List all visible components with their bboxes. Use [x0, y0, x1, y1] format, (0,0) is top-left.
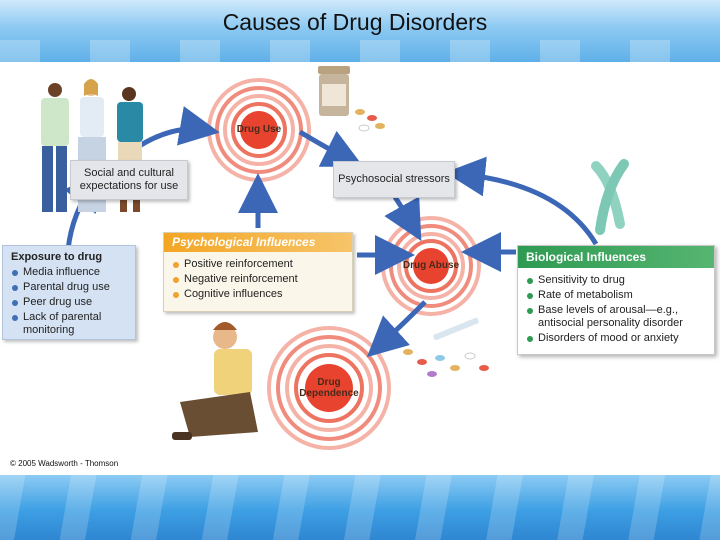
social-expectations-box: Social and cultural expectations for use — [70, 160, 188, 200]
list-item: Parental drug use — [11, 281, 129, 294]
syringe-pills-illustration — [403, 317, 489, 377]
exposure-box: Exposure to drug Media influence Parenta… — [2, 245, 136, 340]
list-item: Media influence — [11, 266, 129, 279]
footer-band — [0, 475, 720, 540]
biological-influences-box: Biological Influences Sensitivity to dru… — [517, 245, 715, 355]
psychological-list: Positive reinforcement Negative reinforc… — [164, 252, 352, 307]
diagram-canvas: Drug Use Drug Abuse Drug Dependence Soci… — [0, 62, 720, 475]
exposure-title: Exposure to drug — [11, 251, 103, 263]
exposure-list: Media influence Parental drug use Peer d… — [3, 264, 135, 343]
drug-dependence-target — [267, 326, 391, 450]
list-item: Lack of parental monitoring — [11, 311, 129, 337]
list-item: Sensitivity to drug — [526, 274, 708, 287]
copyright-text: © 2005 Wadsworth - Thomson — [10, 459, 119, 468]
distressed-person-illustration — [172, 322, 258, 440]
chromosome-illustration — [591, 159, 629, 235]
biological-influences-title: Biological Influences — [518, 246, 714, 268]
list-item: Cognitive influences — [172, 288, 346, 301]
psychosocial-stressors-box: Psychosocial stressors — [333, 161, 455, 198]
header-band — [0, 0, 720, 62]
list-item: Negative reinforcement — [172, 273, 346, 286]
psychological-influences-box: Psychological Influences Positive reinfo… — [163, 232, 353, 312]
drug-dependence-label-line2: Dependence — [299, 388, 359, 399]
pill-bottle-illustration — [318, 66, 385, 132]
biological-list: Sensitivity to drug Rate of metabolism B… — [518, 268, 714, 351]
psychological-influences-title: Psychological Influences — [164, 233, 352, 252]
list-item: Disorders of mood or anxiety — [526, 332, 708, 345]
diagram-graphics — [41, 66, 629, 450]
list-item: Base levels of arousal—e.g., antisocial … — [526, 304, 708, 330]
list-item: Peer drug use — [11, 296, 129, 309]
list-item: Rate of metabolism — [526, 289, 708, 302]
drug-use-label: Drug Use — [236, 124, 282, 135]
drug-dependence-label: Drug Dependence — [289, 377, 369, 399]
drug-abuse-label: Drug Abuse — [402, 260, 460, 271]
page-title: Causes of Drug Disorders — [222, 9, 488, 35]
drug-dependence-label-line1: Drug — [317, 377, 341, 388]
list-item: Positive reinforcement — [172, 258, 346, 271]
drug-use-target — [207, 78, 311, 182]
